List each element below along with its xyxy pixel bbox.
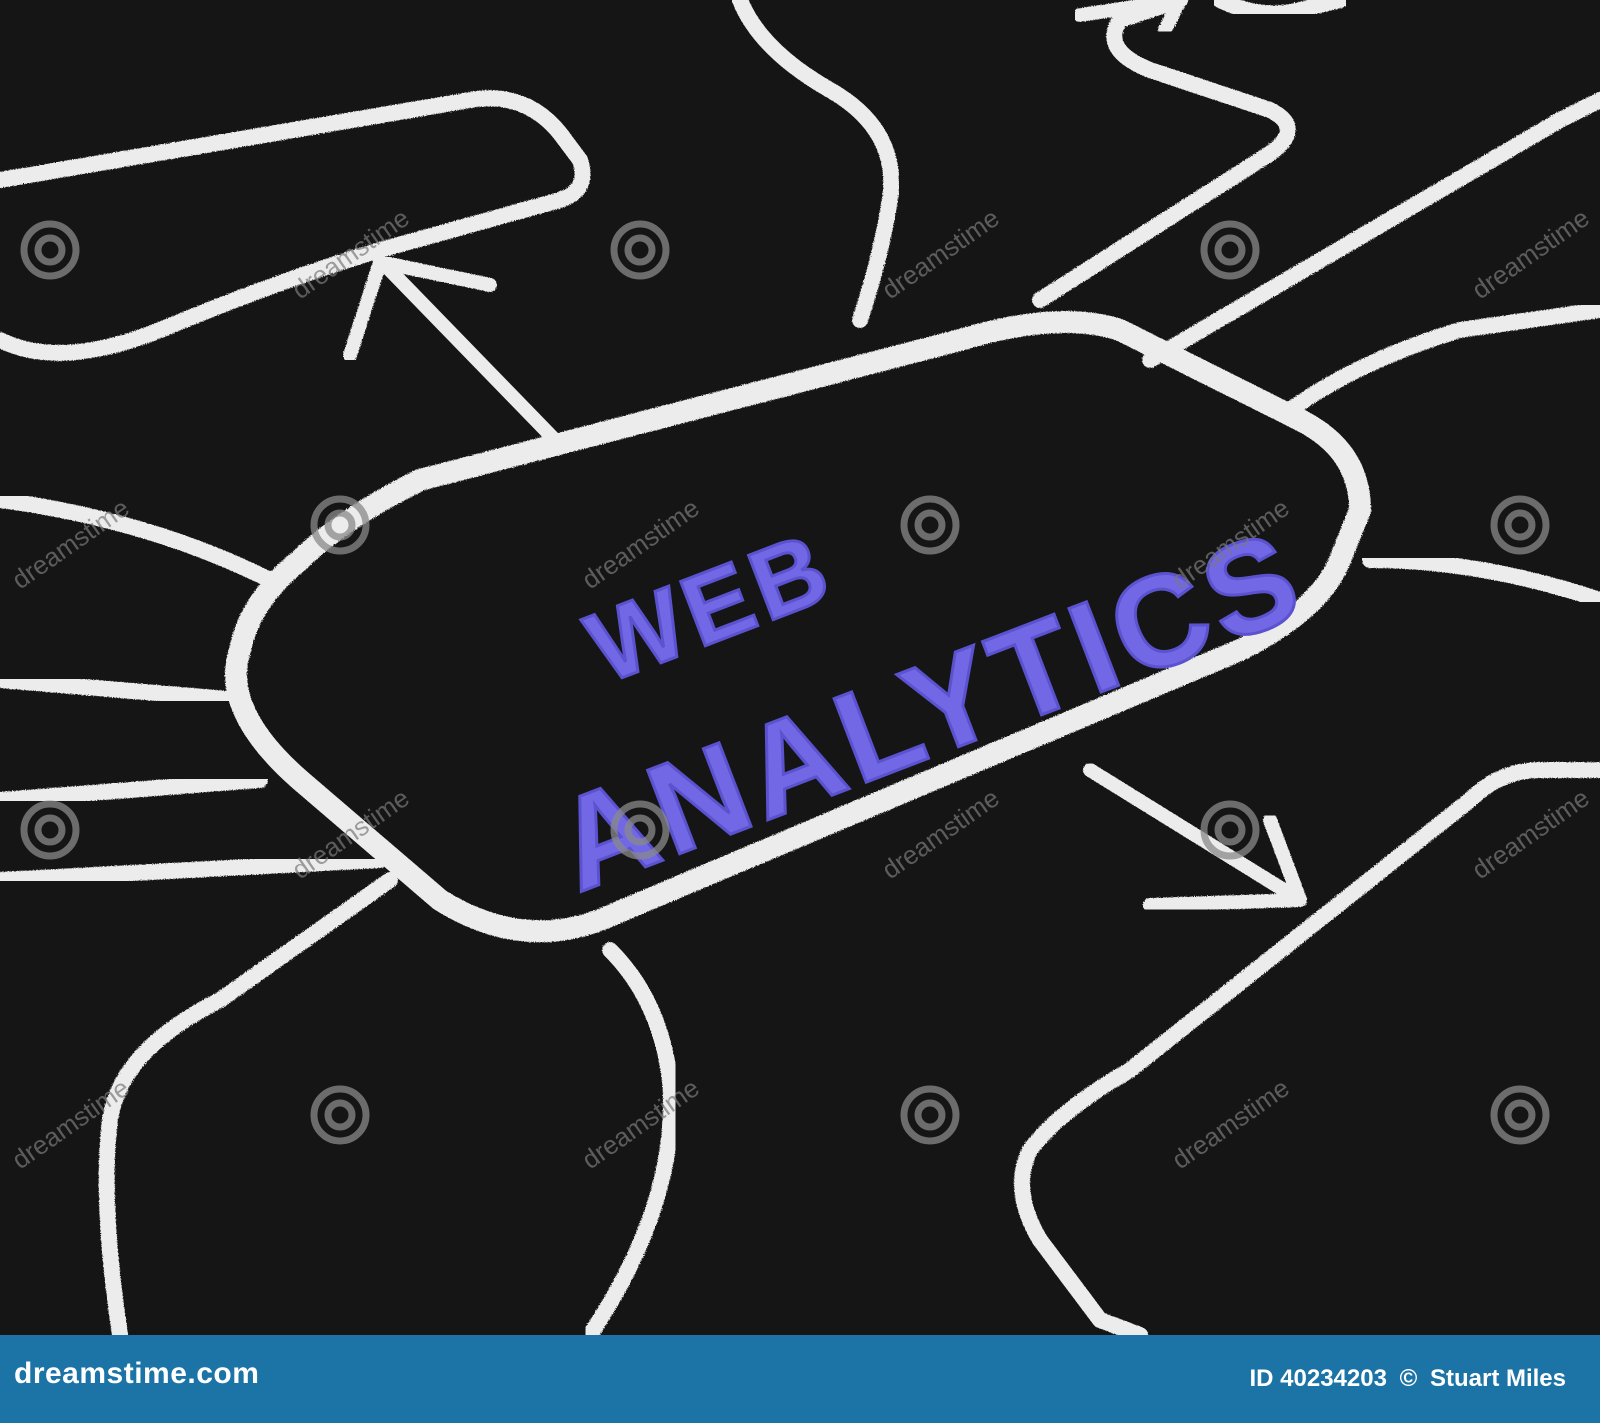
line-left-upper xyxy=(0,492,278,588)
watermark-spiral-icon xyxy=(1490,1085,1550,1145)
author-name: Stuart Miles xyxy=(1429,1365,1566,1392)
watermark-spiral-icon xyxy=(310,1085,370,1145)
footer-credit: ID 40234203 © Stuart Miles xyxy=(1243,1365,1566,1393)
watermark-text: dreamstime xyxy=(576,1072,704,1174)
copyright-symbol: © xyxy=(1399,1365,1418,1392)
watermark-text: dreamstime xyxy=(1466,202,1594,304)
arrow-head-bottom-right xyxy=(1143,813,1307,912)
bottom-right-box xyxy=(1014,762,1600,1335)
line-left-middle xyxy=(0,672,248,708)
line-left-bottom xyxy=(0,852,388,888)
curve-bottom-left xyxy=(98,872,398,1335)
diagram-svg: WEB ANALYTICS dreamstime dreamstime d xyxy=(0,0,1600,1335)
image-id: ID 40234203 xyxy=(1249,1365,1387,1392)
footer-bar: dreamstime.com ID 40234203 © Stuart Mile… xyxy=(0,1335,1600,1423)
watermark-spiral-icon xyxy=(20,220,80,280)
arrow-to-bottom-right xyxy=(1083,763,1307,907)
watermark-spiral-icon xyxy=(610,800,670,860)
line-right-middle xyxy=(1282,302,1600,418)
central-box xyxy=(225,311,1371,943)
top-left-box xyxy=(0,90,591,361)
watermark-spiral-icon xyxy=(1200,220,1260,280)
arrow-head-top-right xyxy=(1073,0,1187,37)
watermark-spiral-icon xyxy=(310,495,370,555)
curve-top xyxy=(732,0,900,328)
line-right-upper xyxy=(1142,92,1600,368)
watermark-spiral-icon xyxy=(610,220,670,280)
watermark-spiral-icon xyxy=(1490,495,1550,555)
watermark-spiral-icon xyxy=(900,495,960,555)
watermark-spiral-icon xyxy=(20,800,80,860)
watermark-text: dreamstime xyxy=(876,202,1004,304)
watermark-text: dreamstime xyxy=(1166,1072,1294,1174)
line-top-right-far xyxy=(1212,0,1348,22)
chalkboard-diagram-photo: WEB ANALYTICS dreamstime dreamstime d xyxy=(0,0,1600,1335)
arrow-head-top-left xyxy=(343,255,497,362)
watermark-spiral-icon xyxy=(1200,800,1260,860)
arrow-to-top-left xyxy=(378,258,562,447)
line-right-lower xyxy=(1362,552,1600,608)
line-left-lower xyxy=(0,772,268,808)
curve-top-right xyxy=(1032,0,1296,308)
main-label-line1: WEB xyxy=(573,510,848,705)
footer-brand: dreamstime.com xyxy=(14,1357,260,1390)
curve-bottom-middle xyxy=(582,942,679,1335)
watermark-spiral-icon xyxy=(900,1085,960,1145)
watermark-text: dreamstime xyxy=(1466,782,1594,884)
